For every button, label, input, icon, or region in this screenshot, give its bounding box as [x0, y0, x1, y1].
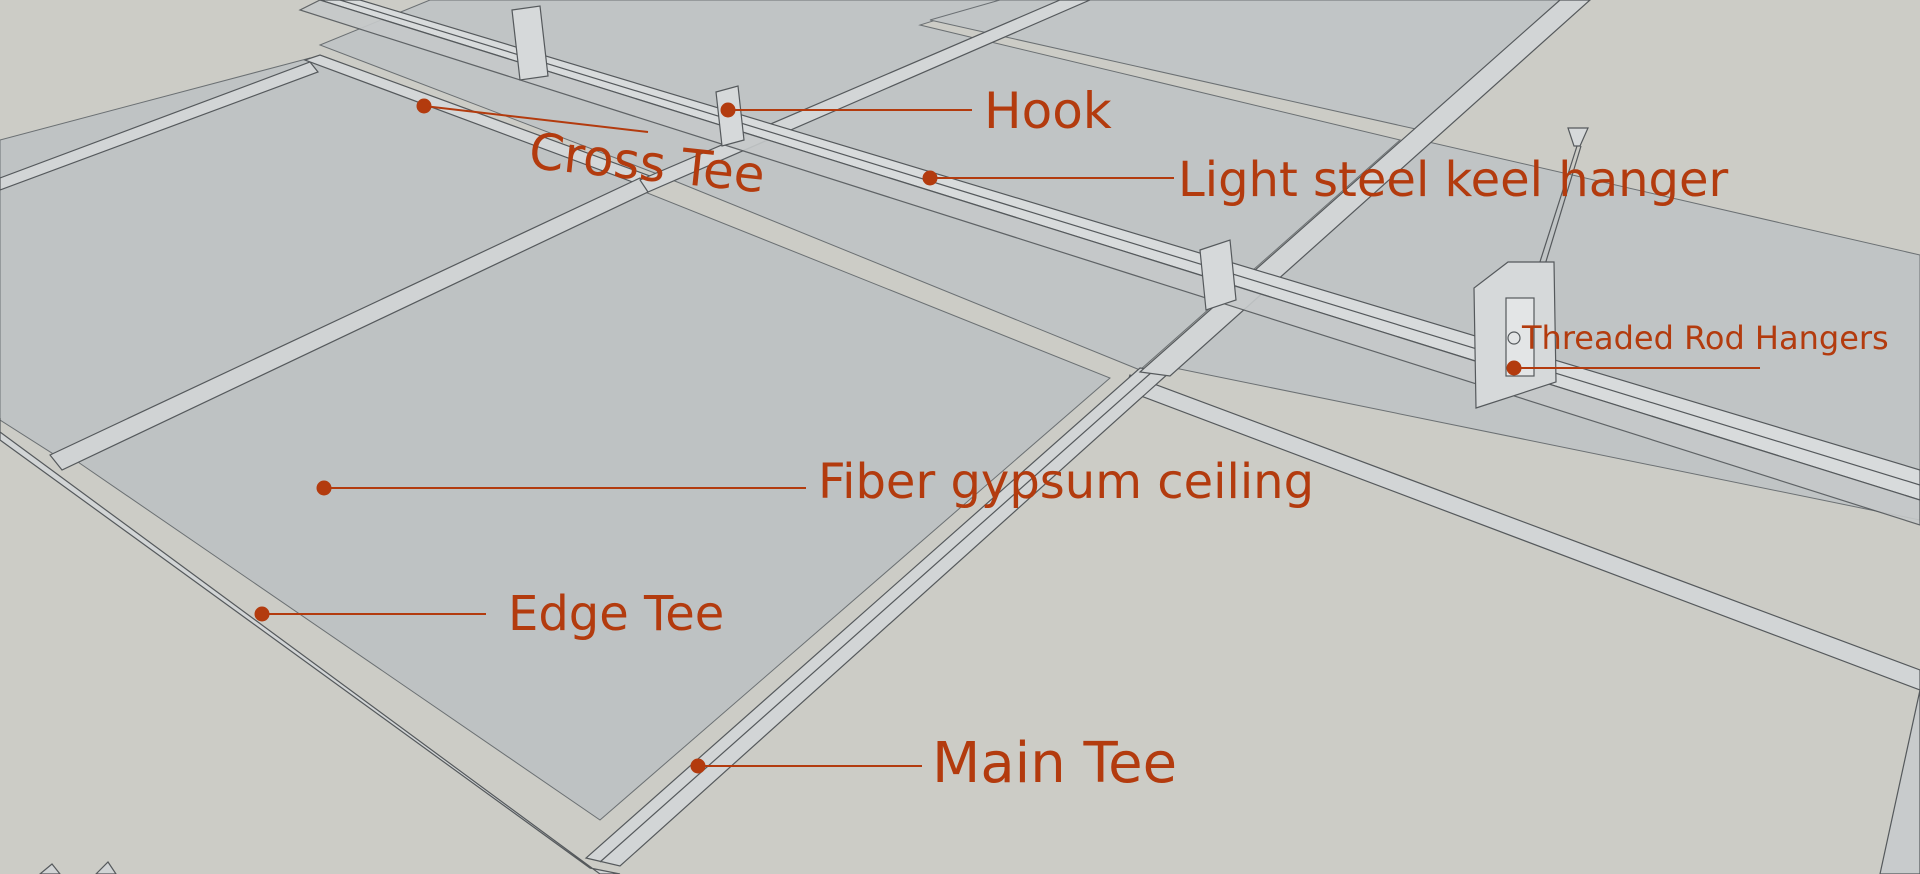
leaders	[254, 98, 1760, 774]
label-threaded-rod-hangers: Threaded Rod Hangers	[1522, 319, 1889, 357]
label-main-tee: Main Tee	[932, 731, 1178, 796]
dot-edge-tee	[254, 606, 270, 622]
threaded-rod-hanger	[1473, 127, 1589, 409]
label-fiber-gypsum-ceiling: Fiber gypsum ceiling	[818, 454, 1315, 510]
edge-tee-top	[0, 61, 319, 191]
dot-threaded-rod	[1506, 360, 1522, 376]
label-light-steel-keel-hanger: Light steel keel hanger	[1178, 152, 1729, 208]
dot-main-tee	[690, 758, 706, 774]
dot-keel	[922, 170, 938, 186]
label-hook: Hook	[984, 82, 1112, 140]
dot-hook	[720, 102, 736, 118]
leader-cross-tee	[423, 105, 649, 133]
dot-fiber-gypsum	[316, 480, 332, 496]
corner-marks	[39, 861, 117, 874]
right-edge-rail	[1879, 689, 1920, 874]
label-edge-tee: Edge Tee	[508, 586, 725, 642]
dot-cross-tee	[416, 98, 432, 114]
hooks	[511, 5, 1237, 311]
